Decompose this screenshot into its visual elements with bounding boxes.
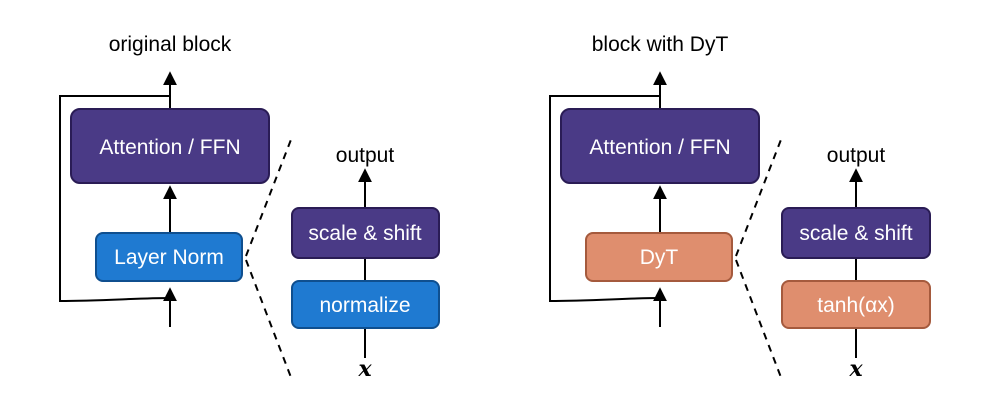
right-attention-ffn-box [560, 108, 760, 184]
right-tanh-box [781, 280, 931, 329]
left-layer-norm-label: Layer Norm [114, 246, 224, 269]
left-zoom-line-bottom [245, 259, 293, 381]
left-layer-norm-box [95, 232, 243, 282]
right-scale-shift-box [781, 207, 931, 259]
right-attention-ffn-label: Attention / FFN [589, 136, 730, 159]
left-scale-shift-label: scale & shift [308, 222, 421, 245]
right-panel: block with DyT Attention / FFN DyT outpu… [549, 33, 931, 382]
left-attention-ffn-box [70, 108, 270, 184]
right-zoom-line-top [735, 136, 783, 257]
left-normalize-box [291, 280, 440, 329]
left-residual-line [59, 95, 171, 303]
right-dyt-box [585, 232, 733, 282]
right-tanh-label: tanh(αx) [817, 294, 895, 317]
right-dyt-label: DyT [640, 246, 679, 269]
right-scale-shift-label: scale & shift [799, 222, 912, 245]
left-normalize-label: normalize [319, 294, 410, 317]
right-zoom-output-label: output [827, 144, 886, 167]
left-zoom-line-top [245, 136, 293, 257]
left-panel: original block Attention / FFN Layer Nor… [59, 33, 440, 382]
left-input-x-label: x [357, 356, 372, 382]
right-residual-line [549, 95, 661, 303]
left-zoom-output-label: output [336, 144, 395, 167]
right-zoom-line-bottom [735, 259, 783, 381]
right-title: block with DyT [592, 33, 729, 56]
left-title: original block [109, 33, 232, 56]
left-attention-ffn-label: Attention / FFN [99, 136, 240, 159]
left-scale-shift-box [291, 207, 440, 259]
right-input-x-label: x [848, 356, 863, 382]
